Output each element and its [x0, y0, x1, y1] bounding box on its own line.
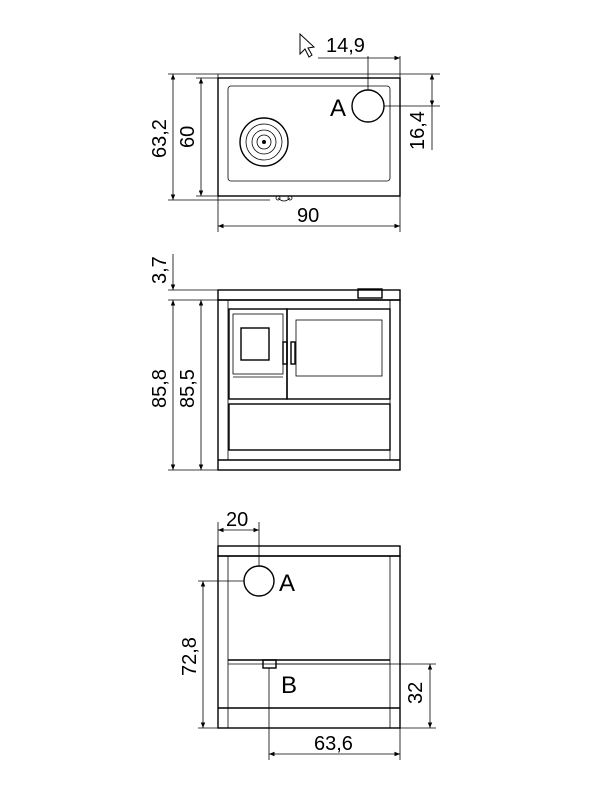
dim-port-b-height: 32 — [405, 682, 427, 704]
flue-port-a-side — [243, 565, 275, 597]
flue-port-a-top — [351, 89, 385, 123]
dim-height-total: 85,8 — [149, 369, 171, 408]
port-label-a-side: A — [279, 570, 295, 597]
port-label-b-side: B — [281, 672, 297, 699]
top-view: A 14,9 16,4 63,2 60 90 — [149, 35, 440, 232]
side-body — [217, 555, 401, 729]
dim-port-a-x: 20 — [226, 509, 248, 531]
top-view-outline — [217, 77, 401, 197]
dim-depth-total: 63,2 — [149, 119, 171, 158]
side-top-plate — [217, 545, 401, 557]
firebox-door[interactable] — [228, 308, 288, 400]
dim-port-y: 16,4 — [407, 111, 429, 150]
dim-port-x: 14,9 — [326, 35, 365, 57]
dim-depth: 60 — [177, 126, 199, 148]
hotplate-icon — [239, 117, 289, 167]
firebox-window — [240, 327, 270, 361]
dim-height: 85,5 — [177, 369, 199, 408]
drawer[interactable] — [228, 403, 391, 451]
dim-top-thickness: 3,7 — [149, 256, 171, 284]
flue-collar-front — [357, 288, 383, 299]
oven-door[interactable] — [286, 308, 391, 400]
side-view: A B 20 72,8 32 63,6 — [179, 509, 436, 760]
dim-width: 90 — [297, 205, 319, 227]
handle-icon — [275, 195, 293, 202]
port-label-a-top: A — [330, 95, 346, 122]
front-body — [217, 299, 401, 471]
mouse-pointer-icon — [299, 32, 316, 58]
dim-side-depth: 63,6 — [314, 733, 353, 755]
door-handle-right[interactable] — [290, 341, 296, 365]
front-view: 3,7 85,8 85,5 — [149, 254, 401, 471]
top-view-inner-outline — [227, 85, 391, 182]
dim-port-a-height: 72,8 — [179, 637, 201, 676]
